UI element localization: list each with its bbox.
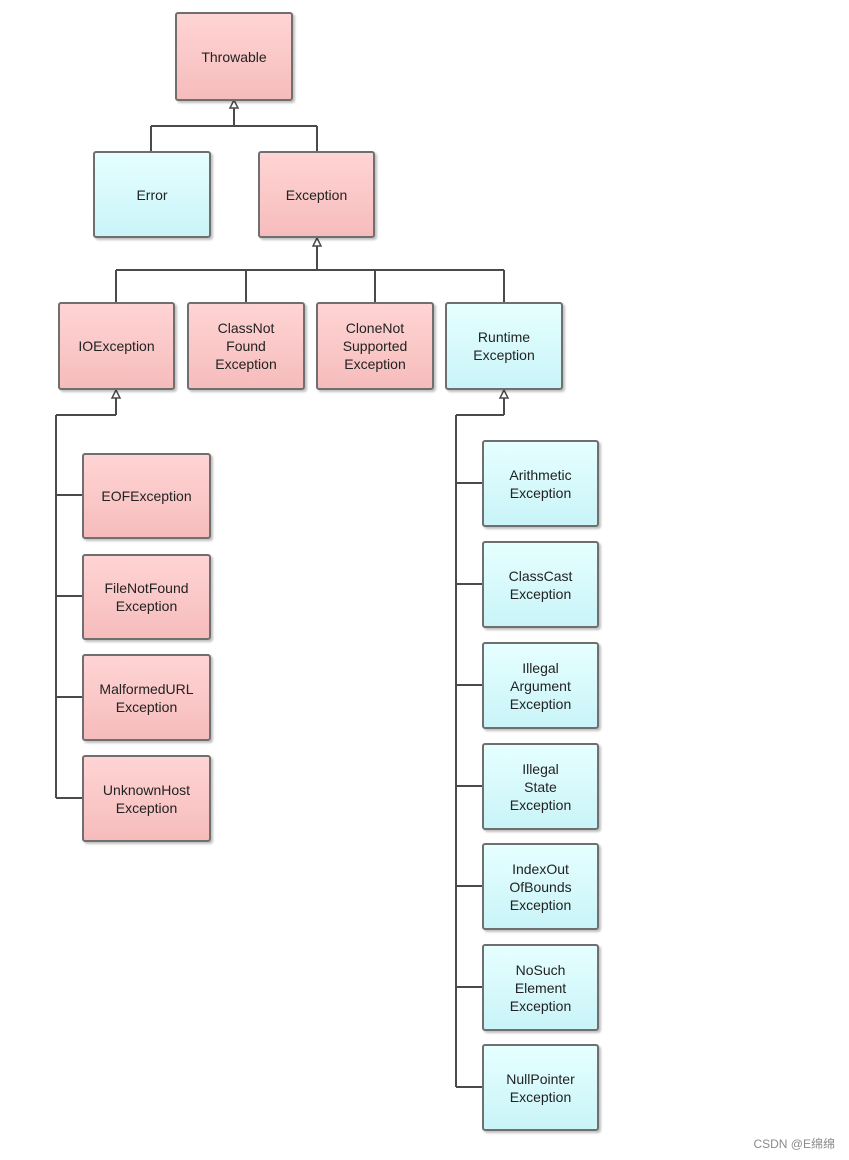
- node-malformedurl: MalformedURL Exception: [82, 654, 211, 741]
- node-classcast: ClassCast Exception: [482, 541, 599, 628]
- node-illegalargument: Illegal Argument Exception: [482, 642, 599, 729]
- node-illegalstate: Illegal State Exception: [482, 743, 599, 830]
- node-throwable: Throwable: [175, 12, 293, 101]
- node-indexoutofbounds: IndexOut OfBounds Exception: [482, 843, 599, 930]
- node-runtime: Runtime Exception: [445, 302, 563, 390]
- node-unknownhost: UnknownHost Exception: [82, 755, 211, 842]
- node-ioexception: IOException: [58, 302, 175, 390]
- node-nullpointer: NullPointer Exception: [482, 1044, 599, 1131]
- node-filenotfound: FileNotFound Exception: [82, 554, 211, 640]
- arrow-to-exception: [311, 236, 323, 247]
- node-eof: EOFException: [82, 453, 211, 539]
- node-error: Error: [93, 151, 211, 238]
- arrow-to-throwable: [228, 98, 240, 109]
- watermark: CSDN @E绵绵: [753, 1137, 835, 1151]
- node-clonenotsupported: CloneNot Supported Exception: [316, 302, 434, 390]
- arrow-to-ioexception: [110, 388, 122, 399]
- node-nosuchelement: NoSuch Element Exception: [482, 944, 599, 1031]
- node-classnotfound: ClassNot Found Exception: [187, 302, 305, 390]
- arrow-to-runtime: [498, 388, 510, 399]
- node-arithmetic: Arithmetic Exception: [482, 440, 599, 527]
- node-exception: Exception: [258, 151, 375, 238]
